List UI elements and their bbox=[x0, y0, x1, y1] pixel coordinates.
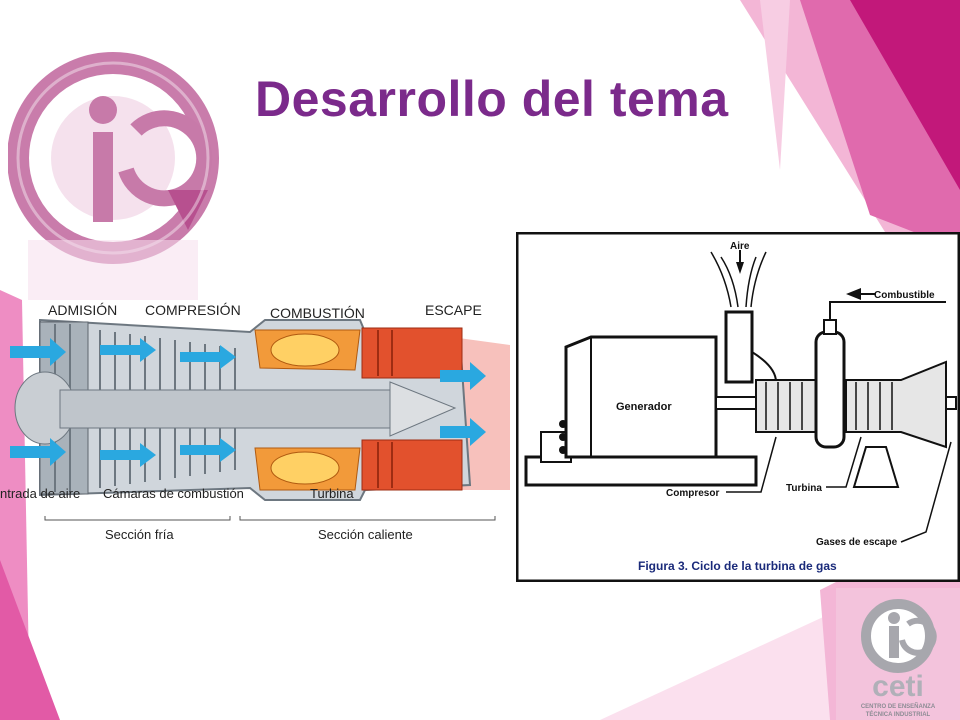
slide-title: Desarrollo del tema bbox=[255, 71, 729, 127]
label-combustible: Combustible bbox=[874, 290, 935, 301]
label-entrada-aire: ntrada de aire bbox=[0, 486, 80, 501]
section-label-escape: ESCAPE bbox=[425, 302, 482, 318]
jet-engine-diagram: ADMISIÓN COMPRESIÓN COMBUSTIÓN ESCAPE nt… bbox=[0, 302, 510, 542]
institution-logo-watermark bbox=[8, 52, 219, 300]
section-label-admision: ADMISIÓN bbox=[48, 302, 117, 318]
ceti-line1: CENTRO DE ENSEÑANZA bbox=[861, 703, 936, 710]
zone-label-seccion-fria: Sección fría bbox=[105, 527, 174, 542]
label-turbina-right: Turbina bbox=[786, 483, 822, 494]
gas-turbine-cycle-figure: Aire Combustible Generador Compresor Tur… bbox=[516, 232, 960, 582]
section-label-combustion: COMBUSTIÓN bbox=[270, 305, 365, 321]
ceti-logo: ceti CENTRO DE ENSEÑANZA TÉCNICA INDUSTR… bbox=[836, 588, 960, 720]
zone-label-seccion-caliente: Sección caliente bbox=[318, 527, 413, 542]
label-generador: Generador bbox=[616, 401, 672, 413]
figure-caption: Figura 3. Ciclo de la turbina de gas bbox=[638, 559, 837, 573]
label-turbina: Turbina bbox=[310, 486, 354, 501]
section-label-compresion: COMPRESIÓN bbox=[145, 302, 241, 318]
ceti-line2: TÉCNICA INDUSTRIAL bbox=[866, 710, 931, 718]
label-gases-escape: Gases de escape bbox=[816, 537, 898, 548]
ceti-wordmark: ceti bbox=[872, 670, 924, 703]
label-camaras-combustion: Cámaras de combustión bbox=[103, 486, 244, 501]
label-aire: Aire bbox=[730, 241, 750, 252]
label-compresor: Compresor bbox=[666, 488, 719, 499]
